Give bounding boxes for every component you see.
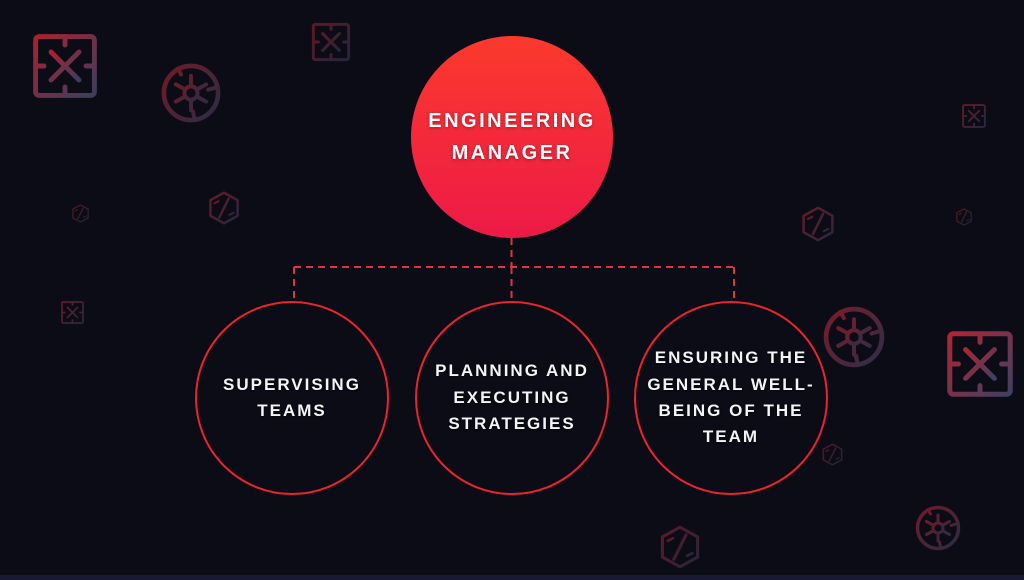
org-node-label: PLANNING AND EXECUTING STRATEGIES <box>435 361 589 434</box>
org-node-label: ENGINEERING MANAGER <box>428 110 596 164</box>
org-node-label: ENSURING THE GENERAL WELL-BEING OF THE T… <box>647 348 815 447</box>
org-node-planning-executing: PLANNING AND EXECUTING STRATEGIES <box>415 301 609 495</box>
org-node-supervising-teams: SUPERVISING TEAMS <box>195 301 389 495</box>
bottom-edge-strip <box>0 575 1024 580</box>
connector-path <box>293 238 735 302</box>
org-node-label: SUPERVISING TEAMS <box>223 374 361 420</box>
org-node-engineering-manager: ENGINEERING MANAGER <box>411 36 613 238</box>
org-node-wellbeing: ENSURING THE GENERAL WELL-BEING OF THE T… <box>634 301 828 495</box>
